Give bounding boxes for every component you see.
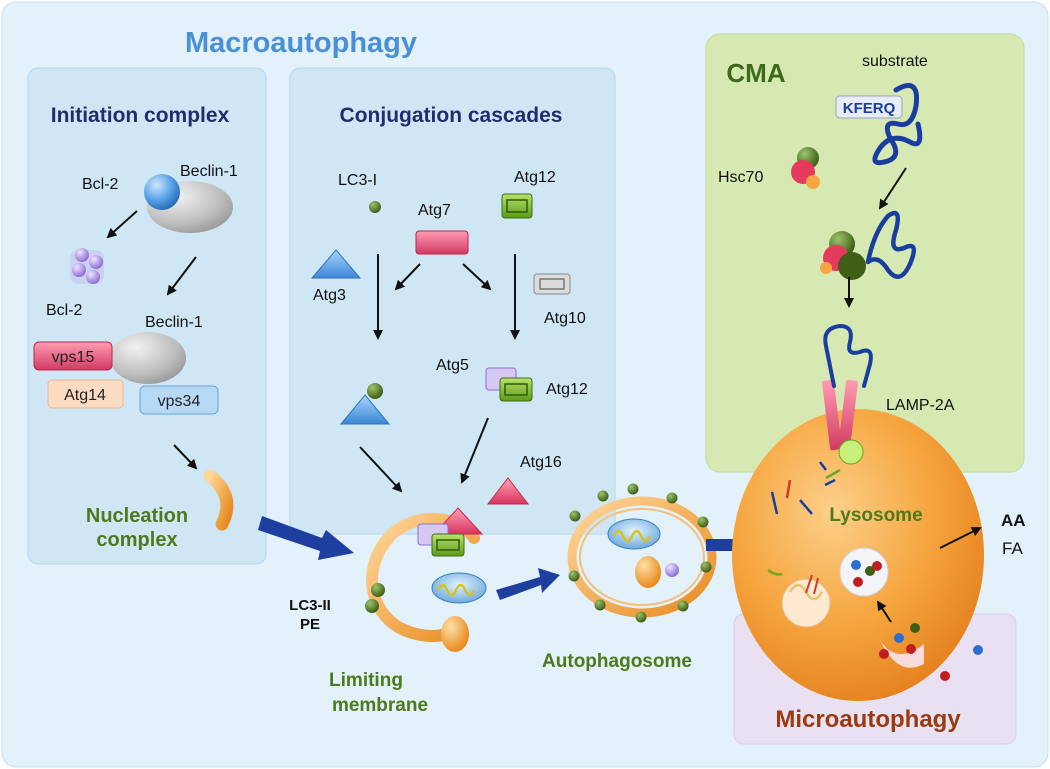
bcl2-label: Bcl-2 <box>82 176 119 193</box>
atg10-box-inner <box>539 278 565 290</box>
arrow-to-nucleation <box>173 444 198 470</box>
lamp2a-bar-1 <box>822 379 842 451</box>
beclin1-complex-shape <box>110 332 186 384</box>
fa-label: FA <box>1002 539 1023 558</box>
substrate-label: substrate <box>862 53 928 70</box>
cma-title: CMA <box>726 58 785 88</box>
lysosome-label: Lysosome <box>829 505 922 526</box>
substrate-protein <box>872 83 923 166</box>
unfolded-substrate <box>823 323 873 388</box>
nucleation-label-2: complex <box>96 529 177 551</box>
atg14-box <box>47 379 124 409</box>
cargo-ball-2 <box>635 556 661 588</box>
atg7-label: Atg7 <box>418 202 451 219</box>
lamp2a-bar-2 <box>838 379 858 451</box>
cargo-purple <box>665 563 679 577</box>
macroautophagy-title: Macroautophagy <box>185 27 417 59</box>
lc3ii-dot-2 <box>365 599 379 613</box>
hsc70-substrate-complex <box>820 210 917 280</box>
lamp2a-label: LAMP-2A <box>886 397 955 414</box>
arrow-nucleation-to-membrane <box>258 516 354 560</box>
mitochondrion-1 <box>431 572 487 604</box>
kferq-label: KFERQ <box>843 100 896 117</box>
lc3ii-label: LC3-II <box>289 597 331 614</box>
lamp2a-green-ball <box>838 439 864 465</box>
arrow-atg7-to-atg3 <box>394 263 421 291</box>
cargo-ball-1 <box>441 616 469 652</box>
atg3-lc3-dot <box>367 383 383 399</box>
hsc70-label: Hsc70 <box>718 169 763 186</box>
arrow-beclin1-complex <box>166 256 197 296</box>
pe-label: PE <box>300 616 320 633</box>
atg3-label: Atg3 <box>313 287 346 304</box>
atg14-label: Atg14 <box>64 387 106 404</box>
atg7-box <box>415 230 469 255</box>
bcl2-cluster <box>70 248 104 284</box>
initiation-title: Initiation complex <box>51 104 230 127</box>
lc3i-label: LC3-I <box>338 172 377 189</box>
atg10-label: Atg10 <box>544 310 586 327</box>
vps15-box <box>33 341 113 371</box>
limiting-label-2: membrane <box>332 695 428 716</box>
microautophagy-vesicle <box>839 547 889 597</box>
arrow-atg12-to-membrane <box>460 417 489 484</box>
arrow-lc3-to-membrane <box>359 446 403 493</box>
hsc70-icon <box>791 147 820 189</box>
microautophagy-title: Microautophagy <box>775 706 961 733</box>
arrow-microautophagy <box>876 600 892 623</box>
nucleation-membrane <box>203 469 234 531</box>
autophagosome-inner <box>579 508 705 606</box>
nucleation-label-1: Nucleation <box>86 505 188 527</box>
atg5-label: Atg5 <box>436 357 469 374</box>
vps34-label: vps34 <box>158 393 201 410</box>
atg12-mid-label: Atg12 <box>546 381 588 398</box>
arrow-atg7-to-atg10 <box>462 263 492 291</box>
lysosome-fragments <box>767 461 841 576</box>
atg3-lc3-triangle <box>339 394 391 425</box>
atg16-triangle <box>486 477 530 505</box>
lysosome-vesicle <box>781 574 831 628</box>
bcl2-ball <box>144 174 180 210</box>
beclin1-label: Beclin-1 <box>180 163 238 180</box>
autophagosome-dots <box>568 483 712 623</box>
limiting-label-1: Limiting <box>329 670 403 691</box>
atg12-top-label: Atg12 <box>514 169 556 186</box>
arrow-substrate-binding <box>878 167 907 210</box>
atg12-box-inner <box>506 199 528 213</box>
limiting-membrane <box>366 512 480 642</box>
aa-label: AA <box>1001 511 1026 530</box>
atg16-label: Atg16 <box>520 454 562 471</box>
invagination-cargo <box>879 623 983 681</box>
kferq-box <box>835 95 903 119</box>
vps15-label: vps15 <box>52 349 95 366</box>
beclin1-mid-label: Beclin-1 <box>145 314 203 331</box>
autophagosome-label: Autophagosome <box>542 651 692 672</box>
arrow-membrane-to-autophagosome <box>496 568 560 600</box>
lc3ii-dot-1 <box>371 583 385 597</box>
arrow-to-aa-fa <box>939 527 982 549</box>
lc3i-dot <box>369 201 381 213</box>
atg5-atg12-box-inner <box>504 383 528 396</box>
atg3-triangle <box>310 249 362 279</box>
arrow-bcl2-release <box>106 210 138 239</box>
vps34-box <box>139 385 219 415</box>
bcl2-mid-label: Bcl-2 <box>46 302 83 319</box>
conjugation-title: Conjugation cascades <box>340 104 563 127</box>
mitochondrion-2 <box>607 518 661 550</box>
membrane-atg12-box-inner <box>436 539 460 551</box>
